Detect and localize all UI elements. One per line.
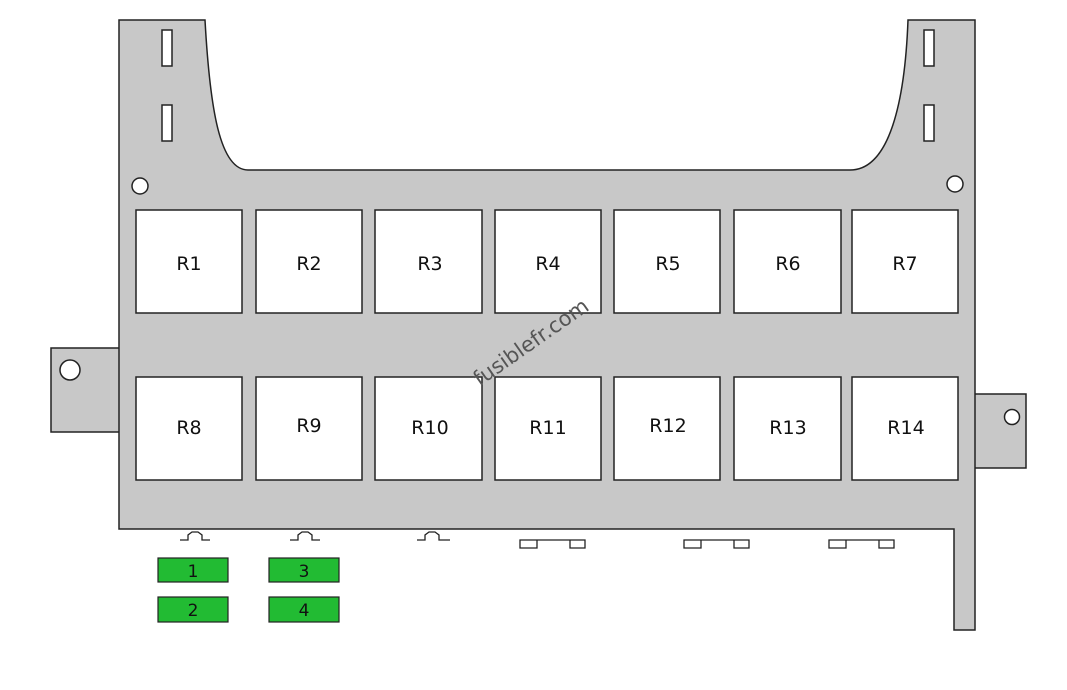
relay-label: R5 <box>655 253 680 275</box>
relay-label: R9 <box>296 415 321 437</box>
relay-R14: R14 <box>851 376 959 481</box>
clip-connector <box>290 531 320 541</box>
fuse-label: 4 <box>299 601 310 621</box>
relay-label: R1 <box>176 253 201 275</box>
panel-hole-left <box>131 177 149 195</box>
relay-label: R10 <box>411 417 448 439</box>
left-tab-hole <box>59 359 81 381</box>
relay-label: R4 <box>535 253 560 275</box>
left-mounting-tab <box>50 347 122 433</box>
panel-slot <box>161 104 173 142</box>
relay-R13: R13 <box>733 376 842 481</box>
relay-R11: R11 <box>494 376 602 481</box>
relay-label: R14 <box>887 417 924 439</box>
clip-connector <box>828 539 895 549</box>
relay-R6: R6 <box>733 209 842 314</box>
relay-R12: R12 <box>613 376 721 481</box>
right-tab-hole <box>1003 408 1021 426</box>
panel-slot <box>923 29 935 67</box>
relay-R2: R2 <box>255 209 363 314</box>
relay-label: R8 <box>176 417 201 439</box>
relay-R4: R4 <box>494 209 602 314</box>
relay-R8: R8 <box>135 376 243 481</box>
fuse-2: 2 <box>157 596 229 623</box>
panel-slot <box>161 29 173 67</box>
panel-hole-right <box>946 175 964 193</box>
right-mounting-tab <box>971 393 1027 469</box>
clip-connector <box>683 539 750 549</box>
fuse-1: 1 <box>157 557 229 583</box>
clip-connector <box>180 531 210 541</box>
relay-R10: R10 <box>374 376 483 481</box>
fuse-4: 4 <box>268 596 340 623</box>
relay-R3: R3 <box>374 209 483 314</box>
relay-label: R13 <box>769 417 806 439</box>
clip-connector <box>519 539 586 549</box>
relay-R7: R7 <box>851 209 959 314</box>
relay-R1: R1 <box>135 209 243 314</box>
relay-label: R3 <box>417 253 442 275</box>
panel-slot <box>923 104 935 142</box>
relay-label: R6 <box>775 253 800 275</box>
relay-R9: R9 <box>255 376 363 481</box>
relay-label: R12 <box>649 415 686 437</box>
relay-label: R7 <box>892 253 917 275</box>
relay-label: R2 <box>296 253 321 275</box>
fuse-label: 3 <box>299 562 310 582</box>
relay-label: R11 <box>529 417 566 439</box>
bottom-clips <box>180 531 895 549</box>
fuse-label: 1 <box>188 562 199 582</box>
fuse-label: 2 <box>188 601 199 621</box>
relay-R5: R5 <box>613 209 721 314</box>
clip-connector <box>417 531 450 541</box>
fuse-3: 3 <box>268 557 340 583</box>
